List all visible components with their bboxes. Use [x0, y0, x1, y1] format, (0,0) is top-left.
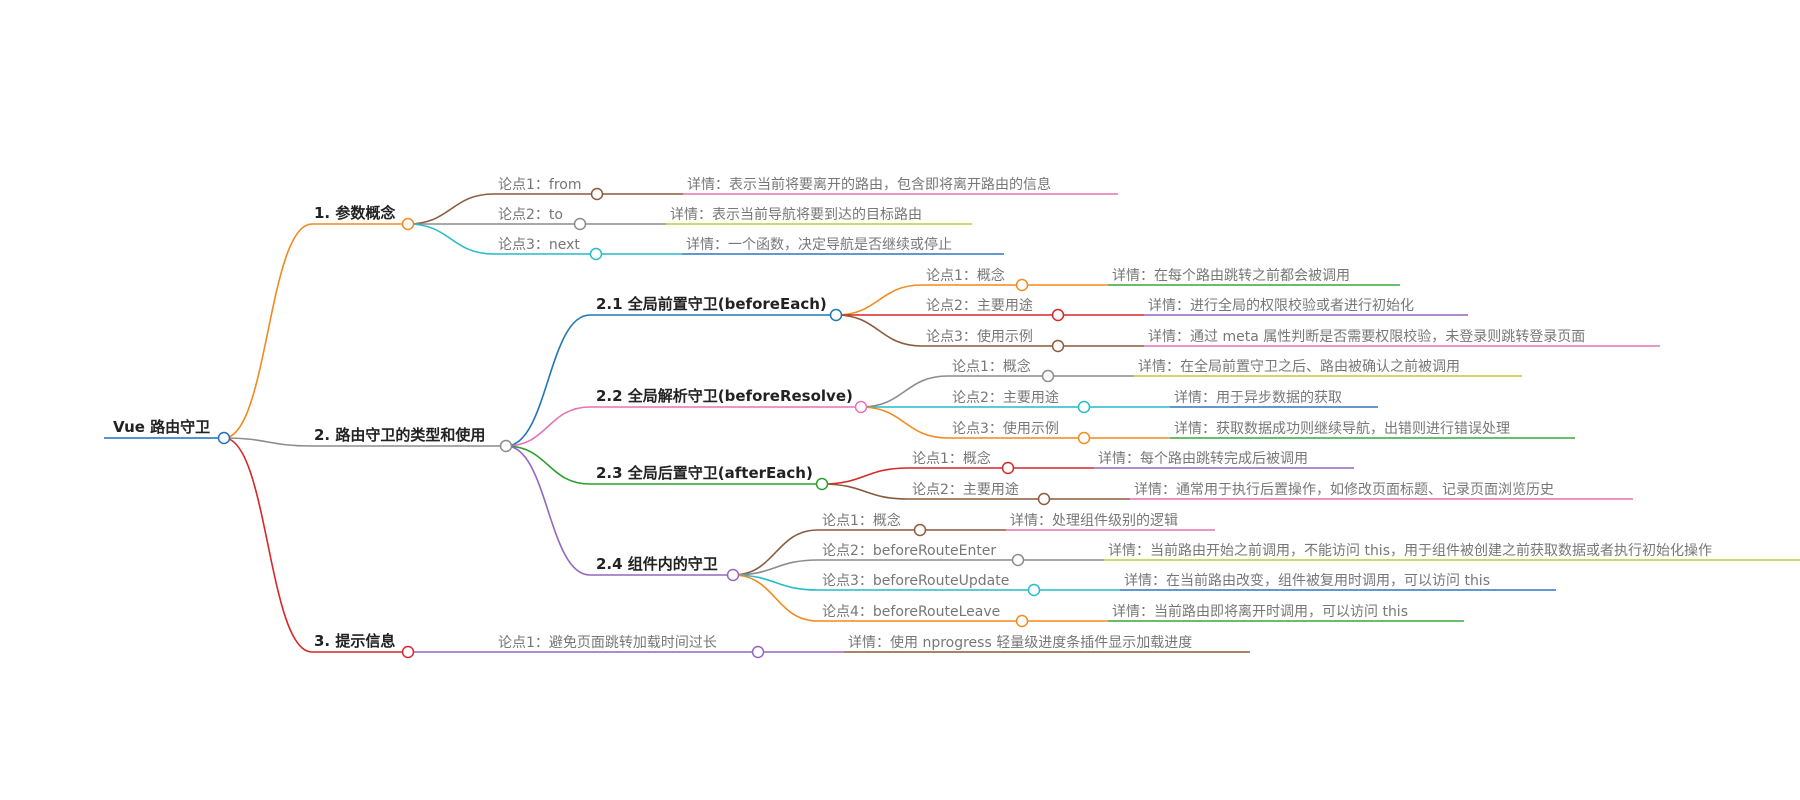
sub-4-point-4-label: 论点4：beforeRouteLeave [822, 604, 1000, 620]
section-s1-label: 1. 参数概念 [314, 204, 395, 222]
sub-4-detail-2-label: 详情：当前路由开始之前调用，不能访问 this，用于组件被创建之前获取数据或者执… [1108, 542, 1712, 559]
sub-2-point-2-node [1077, 400, 1091, 414]
sub-4-point-1-branch [732, 529, 819, 576]
sub-2-point-1-label: 论点1：概念 [952, 358, 1031, 375]
sub-1-point-3-node [1051, 339, 1065, 353]
sub-3-node [815, 477, 829, 491]
section-s1-point-2-label: 论点2：to [498, 207, 563, 223]
section-s1-point-3-node [589, 247, 603, 261]
sub-4-point-2-branch [732, 559, 819, 576]
sub-3-point-1-node [1001, 461, 1015, 475]
sub-3-detail-1-label: 详情：每个路由跳转完成后被调用 [1098, 451, 1308, 467]
section-s3-point-1-node [751, 645, 765, 659]
section-s1-point-3-branch [407, 223, 495, 255]
branch-s3 [223, 437, 313, 653]
branch-s1 [223, 223, 313, 439]
section-s1-detail-1-label: 详情：表示当前将要离开的路由，包含即将离开路由的信息 [687, 176, 1051, 193]
section-s1-point-3-label: 论点3：next [498, 237, 580, 253]
sub-1-point-1-branch [835, 284, 923, 316]
sub-4-point-3-label: 论点3：beforeRouteUpdate [822, 573, 1009, 589]
sub-4-point-3-branch [732, 574, 819, 591]
sub-4-point-1-node [913, 523, 927, 537]
sub-1-point-2-label: 论点2：主要用途 [926, 297, 1033, 314]
sub-4-point-4-branch [732, 574, 819, 622]
branch-s2 [223, 437, 313, 447]
sub-4-point-2-label: 论点2：beforeRouteEnter [822, 543, 996, 559]
section-s1-point-1-branch [407, 193, 495, 225]
sub-2-label: 2.2 全局解析守卫(beforeResolve) [596, 387, 853, 405]
sub-2-detail-2-label: 详情：用于异步数据的获取 [1174, 390, 1342, 406]
sub-1-label: 2.1 全局前置守卫(beforeEach) [596, 295, 827, 313]
sub-3-point-2-label: 论点2：主要用途 [912, 481, 1019, 498]
section-s2-node [499, 439, 513, 453]
sub-1-detail-3-label: 详情：通过 meta 属性判断是否需要权限校验，未登录则跳转登录页面 [1148, 328, 1585, 345]
sub-2-point-1-branch [860, 375, 949, 408]
sub-4-detail-4-label: 详情：当前路由即将离开时调用，可以访问 this [1112, 603, 1408, 620]
sub-3-label: 2.3 全局后置守卫(afterEach) [596, 464, 813, 482]
sub-1-point-3-branch [835, 314, 923, 347]
sub-4-point-2-node [1011, 553, 1025, 567]
sub-3-point-1-branch [821, 467, 909, 485]
sub-3-point-2-node [1037, 492, 1051, 506]
sub-2-point-3-branch [860, 406, 949, 439]
section-s3-node [401, 645, 415, 659]
section-s3-label: 3. 提示信息 [314, 632, 395, 650]
sub-2-point-1-node [1041, 369, 1055, 383]
sub-2-detail-1-label: 详情：在全局前置守卫之后、路由被确认之前被调用 [1138, 358, 1460, 375]
sub-4-detail-3-label: 详情：在当前路由改变，组件被复用时调用，可以访问 this [1124, 572, 1490, 589]
sub-2-point-2-label: 论点2：主要用途 [952, 389, 1059, 406]
sub-2-point-3-label: 论点3：使用示例 [952, 420, 1059, 437]
section-s3-detail-1-label: 详情：使用 nprogress 轻量级进度条插件显示加载进度 [848, 634, 1192, 651]
section-s1-node [401, 217, 415, 231]
sub-3-point-2-branch [821, 483, 909, 500]
section-s2-label: 2. 路由守卫的类型和使用 [314, 426, 485, 444]
sub-2-node [854, 400, 868, 414]
sub-1-point-1-node [1015, 278, 1029, 292]
sub-3-point-1-label: 论点1：概念 [912, 450, 991, 467]
root-label: Vue 路由守卫 [113, 418, 210, 436]
sub-4-point-1-label: 论点1：概念 [822, 512, 901, 529]
section-s1-point-1-node [590, 187, 604, 201]
sub-4-branch [505, 445, 591, 576]
section-s3-point-1-label: 论点1：避免页面跳转加载时间过长 [498, 635, 717, 651]
section-s1-point-1-label: 论点1：from [498, 177, 582, 193]
sub-1-point-3-label: 论点3：使用示例 [926, 328, 1033, 345]
sub-1-detail-1-label: 详情：在每个路由跳转之前都会被调用 [1112, 267, 1350, 284]
sub-1-point-2-node [1051, 308, 1065, 322]
sub-4-label: 2.4 组件内的守卫 [596, 555, 718, 573]
sub-1-point-1-label: 论点1：概念 [926, 267, 1005, 284]
sub-2-branch [505, 406, 591, 447]
sub-4-node [726, 568, 740, 582]
section-s1-detail-3-label: 详情：一个函数，决定导航是否继续或停止 [686, 236, 952, 253]
sub-2-point-3-node [1077, 431, 1091, 445]
root-node [217, 431, 231, 445]
sub-4-point-4-node [1015, 614, 1029, 628]
sub-1-detail-2-label: 详情：进行全局的权限校验或者进行初始化 [1148, 297, 1414, 314]
sub-3-detail-2-label: 详情：通常用于执行后置操作，如修改页面标题、记录页面浏览历史 [1134, 482, 1554, 498]
sub-4-point-3-node [1027, 583, 1041, 597]
sub-1-branch [505, 314, 591, 447]
sub-2-detail-3-label: 详情：获取数据成功则继续导航，出错则进行错误处理 [1174, 420, 1510, 437]
section-s1-detail-2-label: 详情：表示当前导航将要到达的目标路由 [670, 206, 922, 223]
sub-4-detail-1-label: 详情：处理组件级别的逻辑 [1010, 513, 1178, 529]
section-s1-point-2-node [573, 217, 587, 231]
sub-3-branch [505, 445, 591, 485]
sub-1-node [829, 308, 843, 322]
